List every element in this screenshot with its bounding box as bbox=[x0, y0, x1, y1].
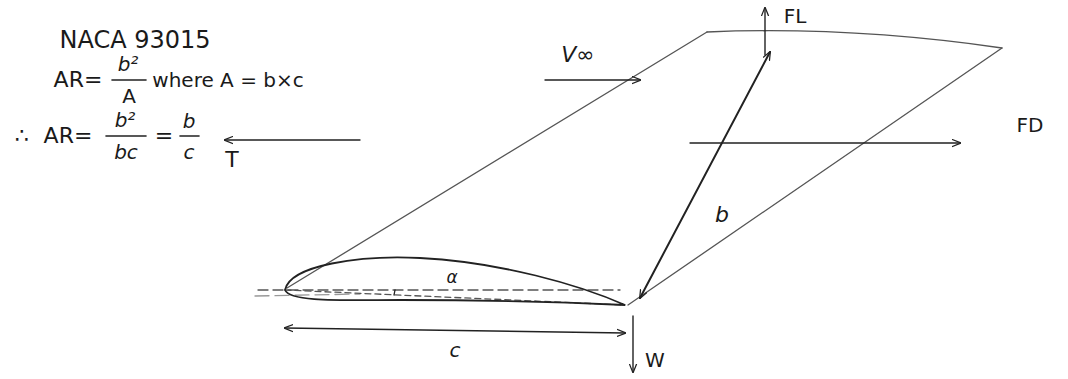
dimension-label: c bbox=[450, 340, 461, 360]
formula-term: A bbox=[122, 86, 136, 106]
angle-label: α bbox=[446, 269, 457, 286]
formula-term: = bbox=[155, 125, 173, 147]
force-label: FL bbox=[784, 6, 807, 26]
trailing-edge bbox=[628, 48, 1002, 305]
weight-arrow bbox=[632, 316, 633, 372]
span-dimension bbox=[640, 52, 770, 298]
formula-term: b bbox=[183, 111, 196, 131]
formula-term: b² bbox=[115, 110, 136, 130]
chord-dimension bbox=[285, 328, 625, 333]
fraction-bar bbox=[112, 79, 146, 81]
formula-note: where A = b×c bbox=[152, 70, 303, 90]
angle-arc bbox=[394, 290, 395, 295]
formula-term: AR= bbox=[44, 125, 93, 147]
thrust-arrow bbox=[225, 139, 360, 140]
force-label: W bbox=[645, 350, 665, 370]
formula-symbol: ∴ bbox=[15, 125, 29, 147]
lift-arrow bbox=[764, 8, 765, 55]
fraction-bar bbox=[180, 135, 199, 137]
force-label: FD bbox=[1017, 115, 1044, 135]
freestream-arrow bbox=[545, 79, 640, 80]
formula-term: b² bbox=[118, 54, 139, 74]
formula-term: AR= bbox=[54, 69, 103, 91]
leading-edge bbox=[287, 32, 707, 288]
wind-line bbox=[258, 289, 620, 290]
wind-line bbox=[255, 294, 360, 296]
velocity-label: V∞ bbox=[561, 44, 594, 66]
dimension-label: b bbox=[715, 204, 729, 226]
airfoil-name: NACA 93015 bbox=[59, 28, 210, 52]
fraction-bar bbox=[106, 135, 146, 137]
wing-tip bbox=[707, 31, 1002, 48]
formula-term: c bbox=[184, 142, 195, 162]
formula-term: bc bbox=[114, 142, 138, 162]
force-label: T bbox=[225, 149, 238, 171]
drag-arrow bbox=[690, 142, 960, 143]
airfoil bbox=[285, 257, 625, 305]
